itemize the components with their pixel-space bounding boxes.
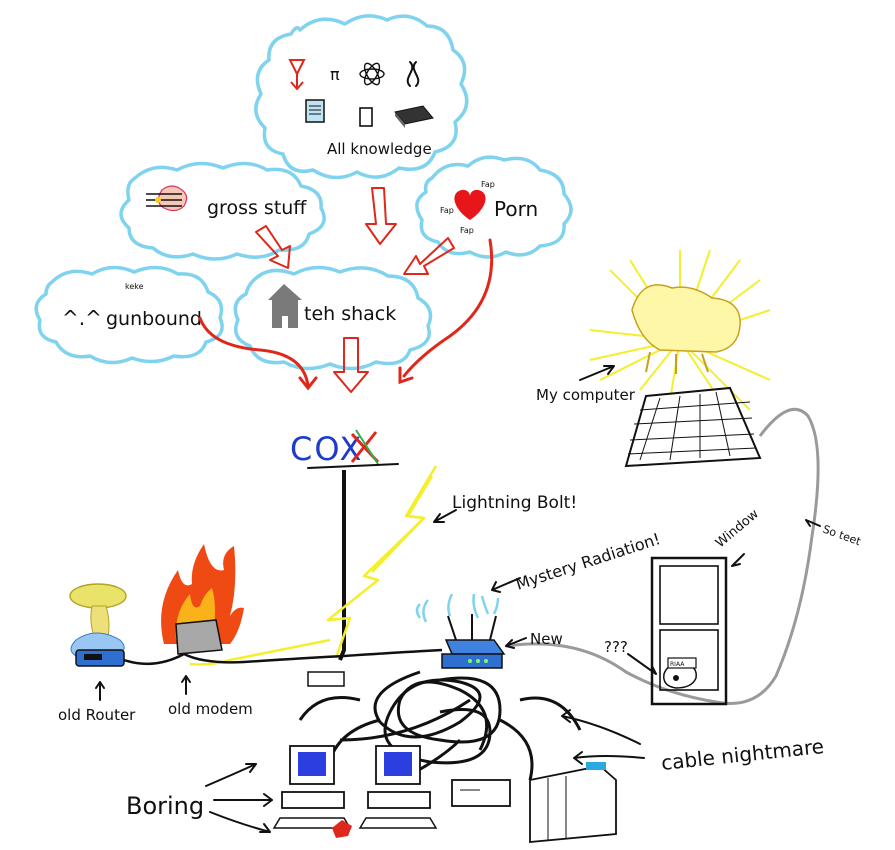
- fap-label-bottom: Fap: [460, 226, 474, 235]
- computer-box: [624, 386, 762, 468]
- new-router: [441, 614, 506, 669]
- boring-arrow-1: [205, 763, 257, 787]
- my-computer-arrow: [579, 365, 615, 381]
- red-flow-arrows: [198, 187, 494, 393]
- riaa-label: RIAA: [670, 661, 685, 668]
- question-marks: ???: [604, 638, 628, 656]
- heart-icon: [454, 189, 486, 220]
- atom-icon: [359, 62, 385, 86]
- download-arrow-icon: [288, 59, 306, 90]
- lightning-bolt: [189, 465, 438, 666]
- radiation-waves: [415, 593, 500, 623]
- window-label: Window: [713, 506, 762, 551]
- old-router: [75, 649, 125, 667]
- red-mouse-icon: [332, 820, 352, 838]
- mystery-radiation-label: Mystery Radiation!: [513, 529, 662, 594]
- cox-label: COX: [290, 430, 363, 468]
- riaa-figure: RIAA: [663, 657, 697, 689]
- all-knowledge-cloud: [254, 14, 469, 180]
- porn-label: Porn: [494, 197, 538, 221]
- cable-nightmare-arrow-1: [561, 709, 641, 745]
- cable-tangle: [298, 670, 582, 782]
- cable-nightmare-arrow-2: [573, 751, 645, 765]
- printer: [529, 762, 617, 843]
- my-computer-label: My computer: [536, 386, 636, 404]
- splitter-box: [307, 671, 345, 687]
- keke-label: keke: [125, 282, 144, 291]
- fap-label-left: Fap: [440, 206, 454, 215]
- new-arrow: [505, 637, 527, 649]
- old-router-label: old Router: [58, 706, 136, 724]
- boring-label: Boring: [126, 792, 204, 820]
- boring-arrow-2: [213, 793, 273, 807]
- main-cable: [123, 648, 443, 666]
- all-knowledge-label: All knowledge: [327, 140, 432, 158]
- cox-logo: COX: [290, 429, 380, 468]
- gross-stuff-label: gross stuff: [207, 197, 307, 219]
- document-icon: [305, 99, 325, 123]
- gunbound-face: ^.^: [62, 306, 102, 330]
- old-modem: [175, 619, 223, 655]
- question-arrow: [627, 653, 657, 675]
- old-modem-label: old modem: [168, 700, 253, 718]
- desktop-computer-3: [451, 779, 511, 807]
- dna-icon: [406, 61, 420, 87]
- so-teet-arrow: [805, 519, 821, 527]
- lightning-arrow: [433, 509, 457, 523]
- lightning-bolt-label: Lightning Bolt!: [452, 493, 577, 513]
- desktop-computer-1: [272, 745, 352, 829]
- desktop-computer-2: [358, 745, 438, 829]
- mystery-radiation-arrow: [491, 577, 521, 593]
- new-label: New: [530, 630, 563, 648]
- teh-shack-label: teh shack: [304, 303, 396, 325]
- old-router-arrow: [95, 681, 105, 701]
- so-teet-label: So teet: [821, 523, 863, 549]
- glowing-creature: [589, 249, 771, 411]
- cox-line: [307, 463, 399, 469]
- old-modem-arrow: [181, 675, 191, 695]
- books-icon: [394, 105, 434, 128]
- gray-cable: [505, 407, 820, 705]
- window-frame: [650, 556, 728, 706]
- window-arrow: [731, 553, 745, 567]
- mushroom-explosion: [69, 583, 127, 657]
- fap-label-top: Fap: [481, 180, 495, 189]
- boring-arrow-3: [209, 811, 271, 833]
- pi-icon: π: [330, 65, 340, 84]
- porn-cloud: [415, 155, 573, 259]
- cox-cable-pole: [338, 470, 346, 661]
- gunbound-label: gunbound: [106, 308, 202, 330]
- page-icon: [359, 107, 373, 127]
- gunbound-cloud: [34, 265, 224, 365]
- gross-blob-icon: [146, 185, 188, 212]
- house-icon: [268, 284, 302, 328]
- cable-nightmare-label: cable nightmare: [660, 734, 825, 775]
